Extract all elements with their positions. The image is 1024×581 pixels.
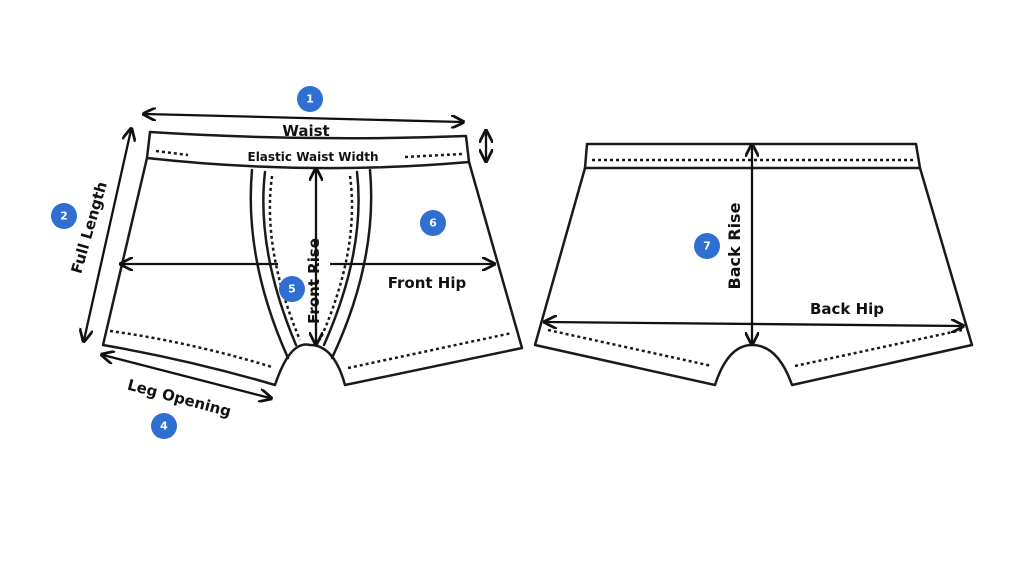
marker-front-rise: 5 bbox=[279, 276, 305, 302]
marker-circle bbox=[51, 203, 77, 229]
back-hip-label: Back Hip bbox=[810, 300, 884, 318]
full-length-label: Full Length bbox=[67, 180, 110, 276]
front-hem-stitch-right bbox=[347, 331, 513, 370]
back-hem-stitch-left bbox=[547, 328, 713, 368]
back-body-outline bbox=[533, 166, 974, 387]
marker-waist: 1 bbox=[297, 86, 323, 112]
front-hip-label: Front Hip bbox=[388, 274, 467, 292]
waist-label: Waist bbox=[282, 122, 329, 140]
marker-full-length: 2 bbox=[51, 203, 77, 229]
marker-number: 1 bbox=[306, 93, 314, 106]
marker-front-hip: 6 bbox=[420, 210, 446, 236]
front-pouch-outer-right bbox=[330, 168, 373, 360]
marker-back-rise: 7 bbox=[694, 233, 720, 259]
front-pouch-inner bbox=[262, 170, 298, 347]
front-view bbox=[101, 130, 524, 387]
marker-circle bbox=[279, 276, 305, 302]
marker-number: 4 bbox=[160, 420, 168, 433]
leg-opening-arrow bbox=[103, 355, 270, 398]
front-rise-label: Front Rise bbox=[305, 238, 323, 324]
back-view bbox=[533, 142, 974, 387]
front-pouch-outer bbox=[249, 168, 290, 360]
marker-number: 6 bbox=[429, 217, 437, 230]
marker-number: 7 bbox=[703, 240, 711, 253]
marker-circle bbox=[297, 86, 323, 112]
front-pouch-stitch bbox=[268, 175, 354, 341]
marker-circle bbox=[694, 233, 720, 259]
front-waistband-stitch-right bbox=[404, 152, 463, 159]
marker-circle bbox=[420, 210, 446, 236]
front-waistband-stitch-left bbox=[155, 149, 189, 157]
marker-number: 2 bbox=[60, 210, 68, 223]
marker-number: 5 bbox=[288, 283, 296, 296]
back-rise-label: Back Rise bbox=[725, 202, 744, 289]
full-length-arrow bbox=[84, 130, 131, 340]
back-hem-stitch-right bbox=[794, 328, 963, 368]
front-pouch-inner-right bbox=[322, 170, 360, 347]
elastic-waist-width-label: Elastic Waist Width bbox=[248, 150, 379, 164]
marker-leg-opening: 4 bbox=[151, 413, 177, 439]
waist-arrow bbox=[145, 114, 462, 122]
back-hip-arrow bbox=[546, 322, 962, 326]
leg-opening-label: Leg Opening bbox=[125, 376, 233, 421]
marker-circle bbox=[151, 413, 177, 439]
